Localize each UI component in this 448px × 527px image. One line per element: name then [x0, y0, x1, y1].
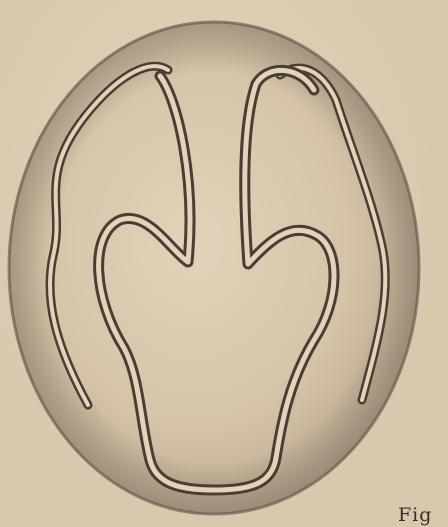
figure-label: Fig	[398, 504, 432, 526]
outer-section-rim-shading	[9, 22, 419, 514]
